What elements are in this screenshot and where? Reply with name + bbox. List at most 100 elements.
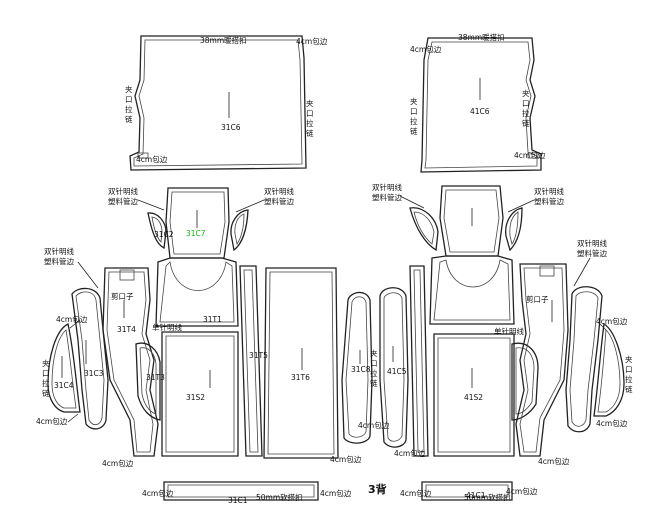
- label-edge-4cm-bottom-3: 4cm包边: [400, 488, 432, 498]
- label-31s2: 31S2: [186, 393, 205, 402]
- label-single-needle-right: 单针明线: [494, 326, 524, 336]
- svg-text:夹: 夹: [42, 358, 50, 368]
- piece-wing-left: [147, 212, 167, 249]
- svg-text:塑料管边: 塑料管边: [44, 256, 74, 266]
- svg-text:夹: 夹: [522, 88, 530, 98]
- piece-41t5: [409, 265, 429, 457]
- piece-wing-right-c: [505, 207, 523, 252]
- note-double-needle-3: 双针明线 塑料管边: [44, 246, 99, 289]
- label-edge-4cm-c6-bottom: 4cm包边: [136, 154, 168, 164]
- note-double-needle-5: 双针明线 塑料管边: [507, 186, 564, 213]
- svg-text:塑料管边: 塑料管边: [372, 192, 402, 202]
- label-edge-4cm-left-2: 4cm包边: [36, 416, 68, 426]
- note-double-needle-4: 双针明线 塑料管边: [372, 182, 425, 209]
- svg-text:双针明线: 双针明线: [264, 186, 294, 196]
- note-double-needle-6: 双针明线 塑料管边: [573, 238, 607, 287]
- svg-text:链: 链: [625, 384, 633, 394]
- piece-wing-right-a: [230, 209, 249, 252]
- label-zipper-c6r-left: 夹口 拉链: [410, 96, 418, 136]
- piece-31c7: 31C7: [165, 187, 230, 259]
- svg-text:拉: 拉: [42, 378, 50, 388]
- svg-text:拉: 拉: [522, 108, 530, 118]
- note-double-needle-2: 双针明线 塑料管边: [235, 186, 294, 213]
- piece-31c4: 31C4 夹口 拉链: [42, 323, 81, 413]
- piece-41t1: [429, 255, 515, 325]
- piece-31c3: 31C3: [71, 287, 109, 430]
- label-edge-4cm-left-1: 4cm包边: [56, 314, 88, 324]
- label-31t5: 31T5: [249, 351, 268, 360]
- svg-text:链: 链: [125, 114, 133, 124]
- label-edge-4cm-right-2: 4cm包边: [596, 418, 628, 428]
- label-edge-4cm-center-3: 4cm包边: [394, 448, 426, 458]
- label-edge-4cm-top-right: 4cm包边: [410, 44, 442, 54]
- label-edge-4cm-center-2: 4cm包边: [330, 454, 362, 464]
- svg-text:口: 口: [625, 365, 633, 374]
- piece-31t1: 31T1: [155, 257, 239, 327]
- label-zip-38mm-right: 38mm暖搭扣: [458, 32, 505, 42]
- label-zip-38mm-left: 38mm暖搭扣: [200, 35, 247, 45]
- svg-text:链: 链: [522, 118, 530, 128]
- label-31t4: 31T4: [117, 325, 136, 334]
- svg-text:双针明线: 双针明线: [577, 238, 607, 248]
- svg-text:夹: 夹: [125, 84, 133, 94]
- label-41c5: 41C5: [387, 367, 407, 376]
- piece-31c1: 31C1: [163, 481, 319, 505]
- svg-text:拉: 拉: [625, 374, 633, 384]
- label-31t3: 31T3: [146, 373, 165, 382]
- label-31c7: 31C7: [186, 229, 206, 238]
- label-soft-50mm-right: 50mm软搭扣: [464, 492, 511, 502]
- label-31c2: 31C2: [154, 230, 174, 239]
- svg-text:口: 口: [42, 369, 50, 378]
- label-edge-4cm-top-left: 4cm包边: [296, 36, 328, 46]
- label-edge-4cm-right-3: 4cm包边: [538, 456, 570, 466]
- svg-text:口: 口: [125, 95, 133, 104]
- label-31c4: 31C4: [54, 381, 74, 390]
- label-edge-4cm-center-1: 4cm包边: [358, 420, 390, 430]
- label-edge-4cm-bottom-1: 4cm包边: [142, 488, 174, 498]
- svg-text:口: 口: [410, 107, 418, 116]
- piece-31t5: 31T5: [239, 265, 268, 457]
- label-zipper-c4: 夹口 拉链: [42, 358, 50, 398]
- diagram-title: 3背: [368, 482, 387, 496]
- piece-31t3: 31T3: [135, 342, 165, 421]
- piece-41c6: 41C6 38mm暖搭扣 4cm包边 4cm包边 夹口 拉链 夹口 拉链: [410, 32, 546, 173]
- label-41c6: 41C6: [470, 107, 490, 116]
- label-31c6: 31C6: [221, 123, 241, 132]
- svg-text:夹: 夹: [410, 96, 418, 106]
- svg-text:拉: 拉: [125, 104, 133, 114]
- label-31c8: 31C8: [351, 365, 371, 374]
- svg-text:夹: 夹: [306, 98, 314, 108]
- svg-text:口: 口: [370, 359, 378, 368]
- svg-text:塑料管边: 塑料管边: [264, 196, 294, 206]
- piece-31c8: 31C8: [341, 291, 373, 444]
- label-cut-notch-left: 剪口子: [111, 291, 134, 301]
- label-zipper-center: 夹口 拉链: [370, 348, 378, 388]
- svg-text:拉: 拉: [370, 368, 378, 378]
- svg-text:口: 口: [306, 109, 314, 118]
- label-zipper-c6-left: 夹口 拉链: [125, 84, 133, 124]
- label-zipper-c6r-right: 夹口 拉链: [522, 88, 530, 128]
- piece-41c5: 41C5: [379, 287, 409, 448]
- label-41s2: 41S2: [464, 393, 483, 402]
- label-edge-4cm-right-1: 4cm包边: [596, 316, 628, 326]
- piece-31t4: 31T4 剪口子: [102, 267, 159, 457]
- label-31t6: 31T6: [291, 373, 310, 382]
- svg-text:拉: 拉: [306, 118, 314, 128]
- label-31c1: 31C1: [228, 496, 248, 505]
- label-edge-4cm-left-3: 4cm包边: [102, 458, 134, 468]
- svg-text:链: 链: [410, 126, 418, 136]
- svg-text:塑料管边: 塑料管边: [108, 196, 138, 206]
- note-double-needle-1: 双针明线 塑料管边: [108, 186, 165, 211]
- svg-text:链: 链: [370, 378, 378, 388]
- svg-text:塑料管边: 塑料管边: [534, 196, 564, 206]
- label-soft-50mm-left: 50mm软搭扣: [256, 492, 303, 502]
- piece-41c3: [565, 286, 603, 433]
- piece-31s2: 31S2: [161, 331, 239, 457]
- label-zipper-c4r: 夹口 拉链: [625, 354, 633, 394]
- svg-text:双针明线: 双针明线: [534, 186, 564, 196]
- label-zipper-c6-right: 夹口 拉链: [306, 98, 314, 138]
- piece-41c7: [439, 185, 504, 257]
- piece-31t6: 31T6: [263, 267, 339, 459]
- piece-wing-right-b: [409, 207, 439, 252]
